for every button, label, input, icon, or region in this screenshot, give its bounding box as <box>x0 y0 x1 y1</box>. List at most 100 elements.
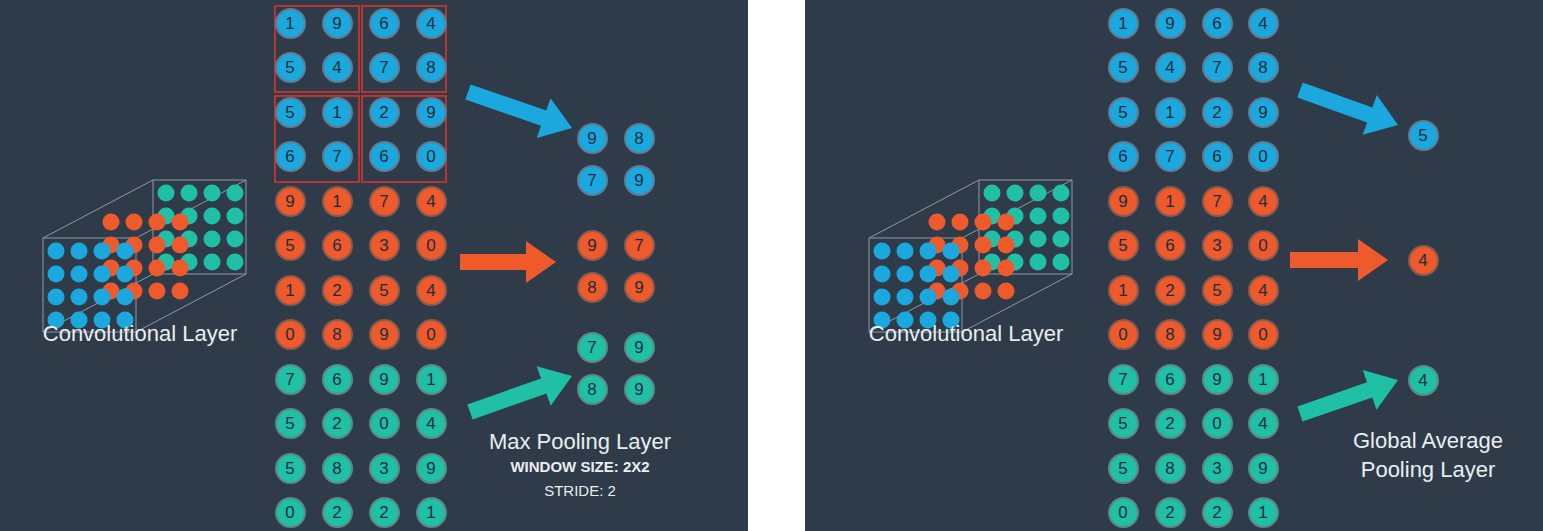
cell-value: 1 <box>332 104 341 121</box>
value-circle: 9 <box>1248 97 1279 128</box>
flow-arrow <box>467 366 572 419</box>
value-circle: 0 <box>369 408 400 439</box>
cell-value: 6 <box>285 148 294 165</box>
cell-value: 8 <box>587 279 596 296</box>
value-circle: 8 <box>1155 319 1186 350</box>
value-circle: 9 <box>624 332 655 363</box>
value-circle: 7 <box>624 230 655 261</box>
panel-ground <box>0 0 748 531</box>
cell-value: 9 <box>1212 326 1221 343</box>
caption-label: Max Pooling Layer <box>465 428 695 457</box>
cell-value: 9 <box>1258 104 1267 121</box>
value-circle: 7 <box>322 141 353 172</box>
value-circle: 9 <box>1202 319 1233 350</box>
cell-value: 6 <box>1165 237 1174 254</box>
value-circle: 0 <box>416 141 447 172</box>
value-circle: 1 <box>1155 186 1186 217</box>
value-circle: 1 <box>322 97 353 128</box>
value-circle: 1 <box>1248 497 1279 528</box>
caption-label: WINDOW SIZE: 2X2 <box>465 457 695 477</box>
value-circle: 8 <box>577 272 608 303</box>
cell-value: 9 <box>1118 193 1127 210</box>
value-circle: 9 <box>1248 453 1279 484</box>
value-circle: 0 <box>1108 319 1139 350</box>
value-circle: 2 <box>322 408 353 439</box>
cell-value: 0 <box>1118 504 1127 521</box>
value-circle: 5 <box>1108 408 1139 439</box>
cell-value: 4 <box>426 15 435 32</box>
value-circle: 4 <box>1248 8 1279 39</box>
value-circle: 7 <box>577 332 608 363</box>
value-circle: 7 <box>1202 186 1233 217</box>
value-circle: 3 <box>369 453 400 484</box>
value-circle: 9 <box>1108 186 1139 217</box>
cell-value: 0 <box>426 237 435 254</box>
cell-value: 7 <box>634 237 643 254</box>
cell-value: 4 <box>1258 193 1267 210</box>
cell-value: 9 <box>285 193 294 210</box>
cell-value: 2 <box>332 282 341 299</box>
value-circle: 5 <box>275 52 306 83</box>
value-circle: 0 <box>1202 408 1233 439</box>
cell-value: 5 <box>1212 282 1221 299</box>
value-circle: 5 <box>275 97 306 128</box>
cell-value: 7 <box>332 148 341 165</box>
cell-value: 0 <box>285 504 294 521</box>
cell-value: 3 <box>1212 237 1221 254</box>
feature-map-cube <box>43 180 1072 332</box>
cell-value: 0 <box>1258 148 1267 165</box>
value-circle: 0 <box>416 230 447 261</box>
value-circle: 7 <box>1155 141 1186 172</box>
cube-drawing <box>43 180 246 332</box>
value-circle: 0 <box>275 319 306 350</box>
value-circle: 6 <box>1155 364 1186 395</box>
value-circle: 5 <box>1408 120 1439 151</box>
value-circle: 5 <box>1108 453 1139 484</box>
cell-value: 1 <box>426 504 435 521</box>
flow-arrow <box>465 84 572 138</box>
cell-value: 1 <box>1258 371 1267 388</box>
flow-arrow <box>1297 83 1398 135</box>
value-circle: 9 <box>322 8 353 39</box>
cell-value: 2 <box>332 504 341 521</box>
value-circle: 1 <box>275 275 306 306</box>
pooling-windows <box>275 6 446 182</box>
cell-value: 7 <box>1118 371 1127 388</box>
cell-value: 5 <box>1118 237 1127 254</box>
value-circle: 1 <box>416 497 447 528</box>
cell-value: 5 <box>1418 127 1427 144</box>
value-circle: 4 <box>416 186 447 217</box>
value-circle: 0 <box>1108 497 1139 528</box>
value-circle: 8 <box>1248 52 1279 83</box>
value-circle: 2 <box>1202 97 1233 128</box>
value-circle: 4 <box>1408 245 1439 276</box>
cell-value: 4 <box>332 59 341 76</box>
cell-value: 0 <box>1118 326 1127 343</box>
cell-value: 2 <box>332 415 341 432</box>
cell-value: 9 <box>587 237 596 254</box>
cell-value: 4 <box>1165 59 1174 76</box>
cell-value: 5 <box>1118 460 1127 477</box>
cell-value: 9 <box>634 172 643 189</box>
value-circle: 2 <box>1155 275 1186 306</box>
cell-value: 1 <box>1165 104 1174 121</box>
value-circle: 2 <box>1202 497 1233 528</box>
cell-value: 1 <box>332 193 341 210</box>
cell-value: 2 <box>1212 504 1221 521</box>
value-circle: 4 <box>1248 275 1279 306</box>
value-circle: 1 <box>1108 8 1139 39</box>
cell-value: 8 <box>587 381 596 398</box>
value-circle: 2 <box>322 497 353 528</box>
value-circle: 9 <box>275 186 306 217</box>
value-circle: 4 <box>1248 186 1279 217</box>
cell-value: 8 <box>332 326 341 343</box>
cell-value: 8 <box>1258 59 1267 76</box>
value-circle: 8 <box>416 52 447 83</box>
value-circle: 1 <box>416 364 447 395</box>
cell-value: 6 <box>332 371 341 388</box>
cell-value: 1 <box>426 371 435 388</box>
cell-value: 7 <box>285 371 294 388</box>
cell-value: 5 <box>1118 104 1127 121</box>
cell-value: 4 <box>1258 282 1267 299</box>
